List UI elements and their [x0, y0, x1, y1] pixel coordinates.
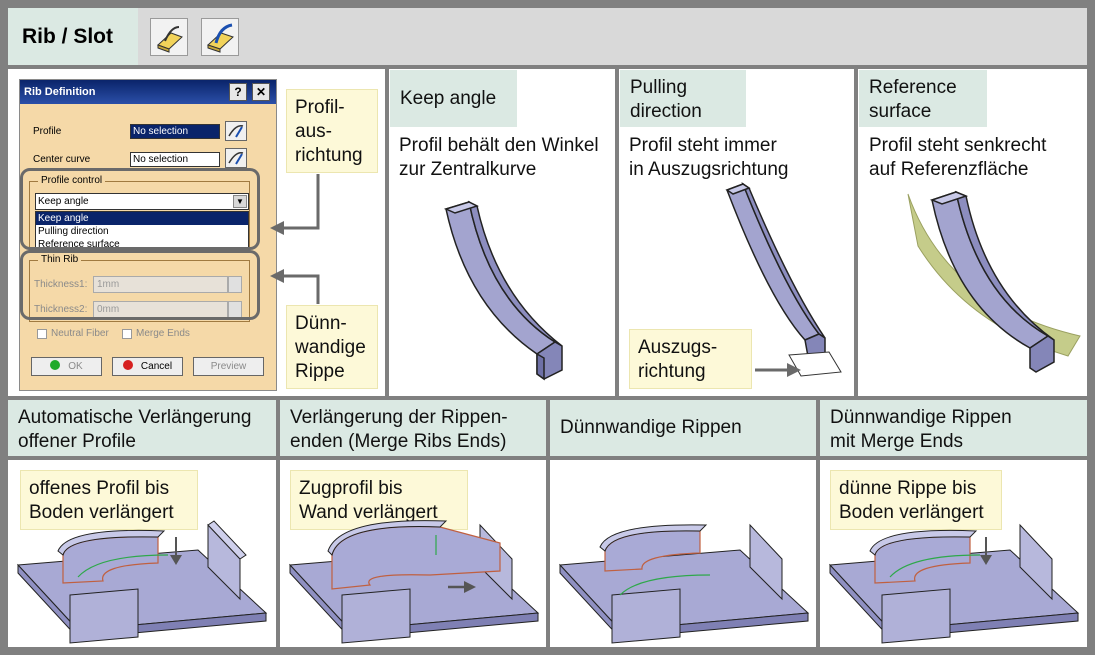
thin-rib-label: Thin Rib — [38, 254, 82, 265]
bottom-header-2: Verlängerung der Rippen-enden (Merge Rib… — [280, 400, 546, 456]
center-curve-field[interactable]: No selection — [130, 152, 220, 167]
keep-angle-rib-illustration — [443, 200, 563, 381]
merge-ends-checkbox[interactable] — [122, 329, 132, 339]
keep-angle-header: Keep angle — [390, 70, 517, 127]
page-title: Rib / Slot — [8, 8, 138, 65]
cancel-icon — [122, 360, 133, 370]
open-profile-extension-illustration — [16, 520, 268, 644]
profile-field[interactable]: No selection — [130, 124, 220, 139]
preview-button[interactable]: Preview — [193, 357, 264, 376]
option-pulling-direction[interactable]: Pulling direction — [38, 226, 109, 237]
neutral-fiber-label: Neutral Fiber — [51, 328, 109, 339]
close-button[interactable]: ✕ — [252, 83, 270, 101]
help-button[interactable]: ? — [229, 83, 247, 101]
thin-rib-merge-ends-illustration — [828, 523, 1080, 644]
chevron-down-icon[interactable]: ▼ — [233, 195, 247, 208]
center-curve-label: Center curve — [33, 154, 91, 165]
thin-walled-rib-illustration — [558, 523, 810, 644]
thickness1-spinner[interactable] — [228, 276, 242, 293]
center-curve-sketch-button[interactable] — [225, 148, 247, 168]
callout-profile-alignment: Profil-aus-richtung — [286, 89, 378, 173]
neutral-fiber-checkbox[interactable] — [37, 329, 47, 339]
thickness1-field[interactable]: 1mm — [93, 276, 228, 293]
merge-ends-label: Merge Ends — [136, 328, 190, 339]
callout-pulling-direction: Auszugs-richtung — [629, 329, 752, 389]
thin-rib-group: Thin Rib — [29, 254, 250, 322]
profile-control-select[interactable]: Keep angle ▼ — [35, 193, 249, 210]
thin-rib-highlight — [20, 250, 260, 320]
cancel-button[interactable]: Cancel — [112, 357, 183, 376]
profile-control-label: Profile control — [38, 175, 106, 186]
profile-label: Profile — [33, 126, 62, 137]
pulling-direction-rib-illustration — [725, 182, 842, 377]
merge-rib-ends-illustration — [288, 520, 540, 644]
thickness1-label: Thickness1: — [34, 279, 88, 290]
thickness2-label: Thickness2: — [34, 304, 88, 315]
rib-definition-dialog: Rib Definition ? ✕ Profile No selection … — [19, 79, 277, 391]
profile-sketch-button[interactable] — [225, 121, 247, 141]
rib-icon[interactable] — [150, 18, 188, 56]
bottom-header-3: Dünnwandige Rippen — [550, 400, 816, 456]
profile-control-highlight — [20, 168, 260, 250]
option-reference-surface[interactable]: Reference surface — [38, 239, 120, 248]
reference-surface-rib-illustration — [907, 190, 1081, 373]
title-bar: Rib / Slot — [8, 8, 1087, 65]
ok-button[interactable]: OK — [31, 357, 102, 376]
ok-icon — [50, 360, 61, 370]
slot-icon[interactable] — [201, 18, 239, 56]
option-keep-angle[interactable]: Keep angle — [36, 212, 248, 225]
